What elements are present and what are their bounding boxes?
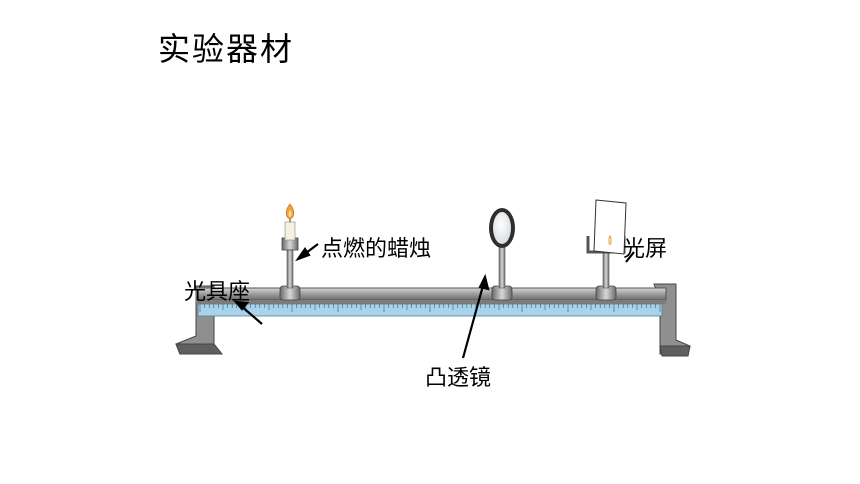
candle-pointer-head <box>295 247 311 262</box>
candle-icon <box>284 203 296 241</box>
screen-pointer <box>625 251 635 263</box>
convex-lens-label: 凸透镜 <box>425 366 492 391</box>
candle-label: 点燃的蜡烛 <box>321 237 432 262</box>
pointer-arrows <box>233 243 635 359</box>
optical-bench-rail <box>195 287 667 304</box>
optical-bench-label: 光具座 <box>184 280 251 305</box>
bench-pointer-head <box>233 300 250 311</box>
candle-holder <box>279 237 301 301</box>
screen-label: 光屏 <box>623 237 668 262</box>
optical-bench-scale <box>197 303 663 317</box>
light-screen-icon <box>593 199 627 255</box>
lens-pointer <box>461 281 486 359</box>
page-title: 实验器材 <box>158 30 295 68</box>
lens-pointer-head <box>478 273 490 291</box>
convex-lens-icon <box>489 208 515 248</box>
lens-holder <box>491 243 513 301</box>
